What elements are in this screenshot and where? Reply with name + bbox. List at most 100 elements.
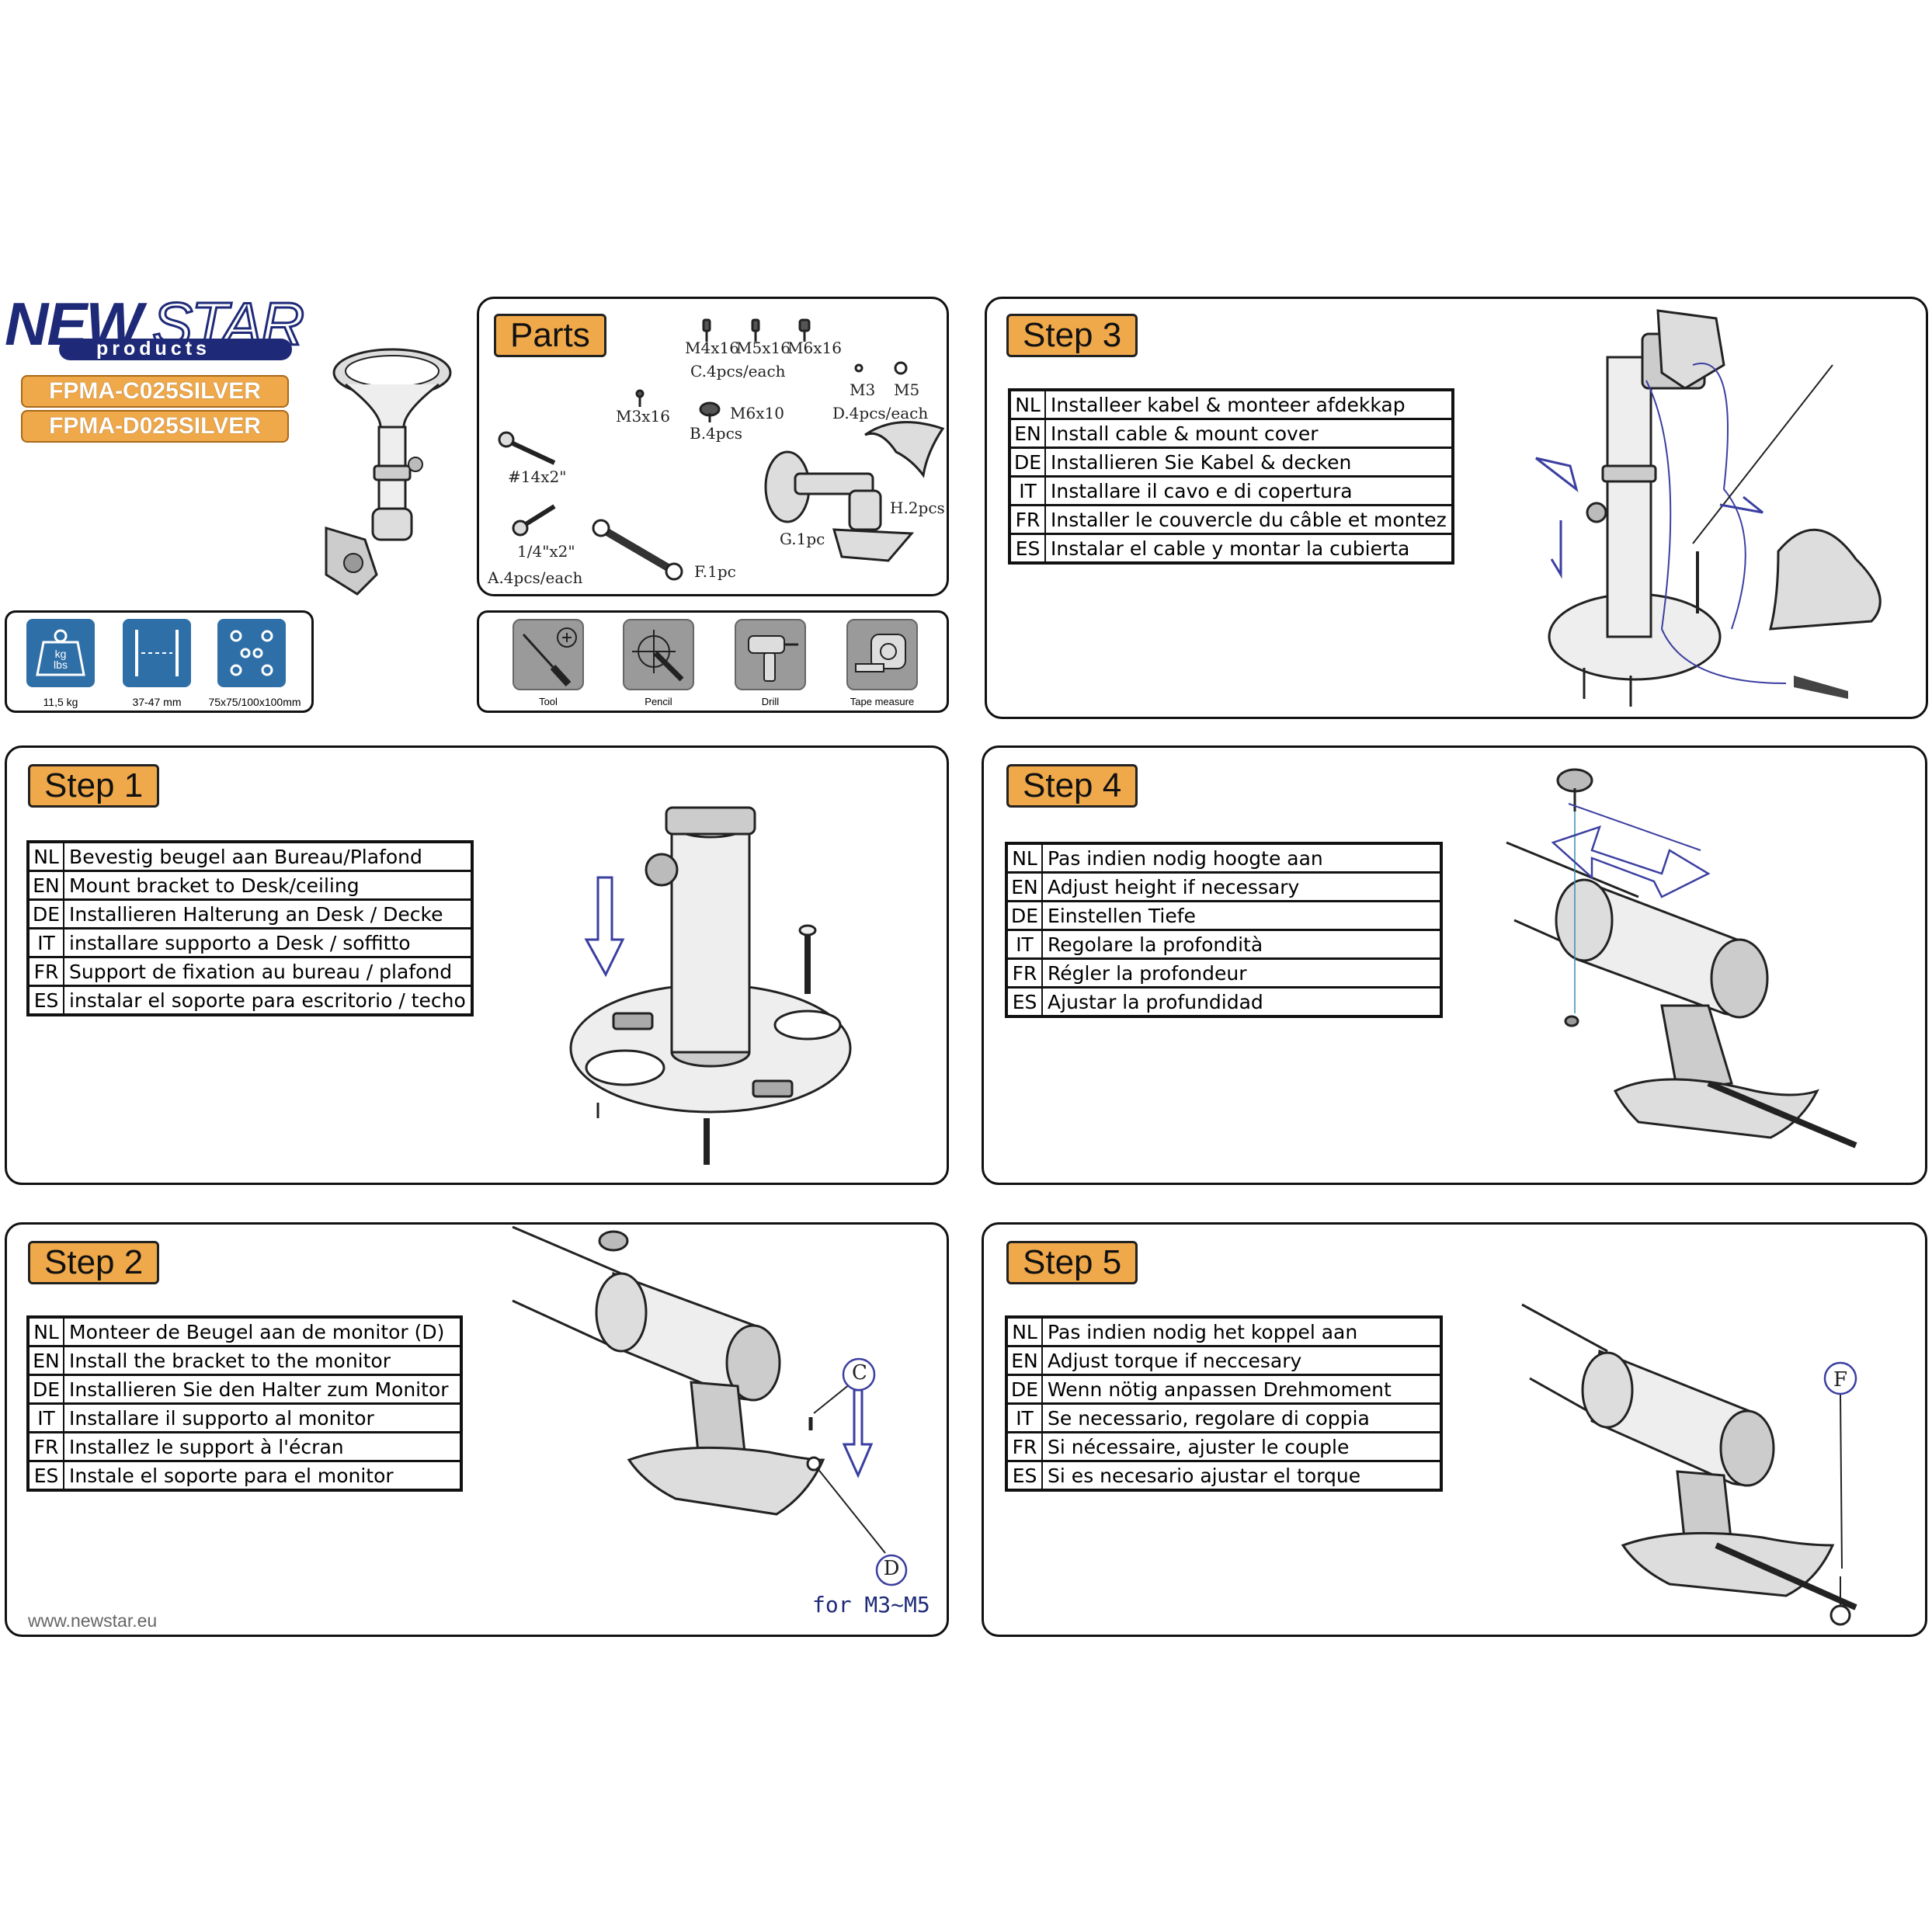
- pencil-icon: [623, 619, 694, 690]
- instruction-text: Instalar el cable y montar la cubierta: [1044, 533, 1454, 565]
- instruction-text: Support de fixation au bureau / plafond: [63, 956, 473, 987]
- instruction-text: Instale el soporte para el monitor: [63, 1460, 462, 1492]
- instruction-text: instalar el soporte para escritorio / te…: [63, 985, 473, 1016]
- part-label-b: B.4pcs: [690, 424, 743, 443]
- instruction-text: Installare il supporto al monitor: [63, 1402, 462, 1433]
- lang-code: EN: [1005, 1345, 1044, 1376]
- step3-illustration: [1535, 309, 1882, 707]
- part-label-quarter: 1/4"x2": [517, 542, 575, 561]
- spec-width-label: 37-47 mm: [132, 696, 182, 708]
- lang-code: FR: [1008, 504, 1047, 535]
- tape-measure-icon: [846, 619, 918, 690]
- step2-title: Step 2: [28, 1241, 160, 1284]
- lang-code: DE: [1008, 447, 1047, 478]
- lang-code: EN: [1005, 871, 1044, 902]
- step4-illustration: [1506, 768, 1857, 1148]
- tool-label-tape: Tape measure: [850, 696, 915, 707]
- part-label-m5-small: M5: [894, 380, 920, 399]
- lang-code: EN: [26, 870, 65, 901]
- part-label-m3-small: M3: [850, 380, 876, 399]
- part-label-m6x10: M6x10: [730, 404, 784, 422]
- instruction-text: Installez le support à l'écran: [63, 1431, 462, 1462]
- callout-f: F: [1833, 1368, 1848, 1392]
- part-label-n14: #14x2": [508, 467, 567, 486]
- instruction-text: Si nécessaire, ajuster le couple: [1041, 1431, 1442, 1462]
- part-label-h: H.2pcs: [890, 499, 945, 517]
- lang-code: FR: [26, 956, 65, 987]
- lang-code: NL: [1005, 843, 1044, 874]
- step5-illustration: [1521, 1303, 1857, 1626]
- step3-title: Step 3: [1006, 314, 1138, 357]
- instruction-text: Installeer kabel & monteer afdekkap: [1044, 389, 1454, 420]
- lang-code: IT: [26, 1402, 65, 1433]
- lang-code: ES: [26, 985, 65, 1016]
- width-range-icon: [123, 619, 191, 687]
- lang-code: DE: [26, 898, 65, 930]
- part-label-g: G.1pc: [780, 530, 825, 548]
- model-c025: FPMA-C025SILVER: [21, 375, 289, 408]
- callout-c: C: [852, 1361, 867, 1385]
- callout-d: D: [883, 1557, 900, 1580]
- instruction-text: Pas indien nodig hoogte aan: [1041, 843, 1442, 874]
- svg-text:kg: kg: [55, 648, 67, 660]
- brand-sub: products: [96, 338, 210, 360]
- lang-code: ES: [1005, 1460, 1044, 1492]
- lang-code: NL: [1005, 1316, 1044, 1347]
- instruction-text: Monteer de Beugel aan de monitor (D): [63, 1316, 462, 1347]
- tool-label-pencil: Pencil: [645, 696, 672, 707]
- lang-code: IT: [1005, 929, 1044, 960]
- spec-vesa-label: 75x75/100x100mm: [208, 696, 301, 708]
- lang-code: DE: [1005, 1374, 1044, 1405]
- spec-weight-label: 11,5 kg: [43, 696, 78, 708]
- instruction-text: Install cable & mount cover: [1044, 418, 1454, 449]
- lang-code: DE: [26, 1374, 65, 1405]
- part-label-m4: M4x16: [685, 339, 739, 357]
- instruction-text: Mount bracket to Desk/ceiling: [63, 870, 473, 901]
- parts-title: Parts: [494, 314, 606, 357]
- instruction-text: Se necessario, regolare di coppia: [1041, 1402, 1442, 1433]
- lang-code: FR: [26, 1431, 65, 1462]
- part-label-a: A.4pcs/each: [488, 568, 583, 587]
- lang-code: DE: [1005, 900, 1044, 931]
- instruction-text: Installer le couvercle du câble et monte…: [1044, 504, 1454, 535]
- lang-code: ES: [26, 1460, 65, 1492]
- instruction-text: Install the bracket to the monitor: [63, 1345, 462, 1376]
- part-label-m3x16: M3x16: [616, 407, 670, 426]
- footer-url: www.newstar.eu: [28, 1611, 158, 1631]
- instruction-text: Ajustar la profundidad: [1041, 986, 1442, 1018]
- instruction-text: installare supporto a Desk / soffitto: [63, 927, 473, 958]
- instruction-text: Adjust torque if neccesary: [1041, 1345, 1442, 1376]
- instruction-text: Installieren Sie den Halter zum Monitor: [63, 1374, 462, 1405]
- step1-illustration: [569, 806, 852, 1165]
- model-d025: FPMA-D025SILVER: [21, 410, 289, 443]
- part-label-m6: M6x16: [787, 339, 842, 357]
- instruction-text: Bevestig beugel aan Bureau/Plafond: [63, 841, 473, 872]
- lang-code: IT: [1008, 475, 1047, 506]
- instruction-text: Regolare la profondità: [1041, 929, 1442, 960]
- part-label-f: F.1pc: [694, 562, 736, 581]
